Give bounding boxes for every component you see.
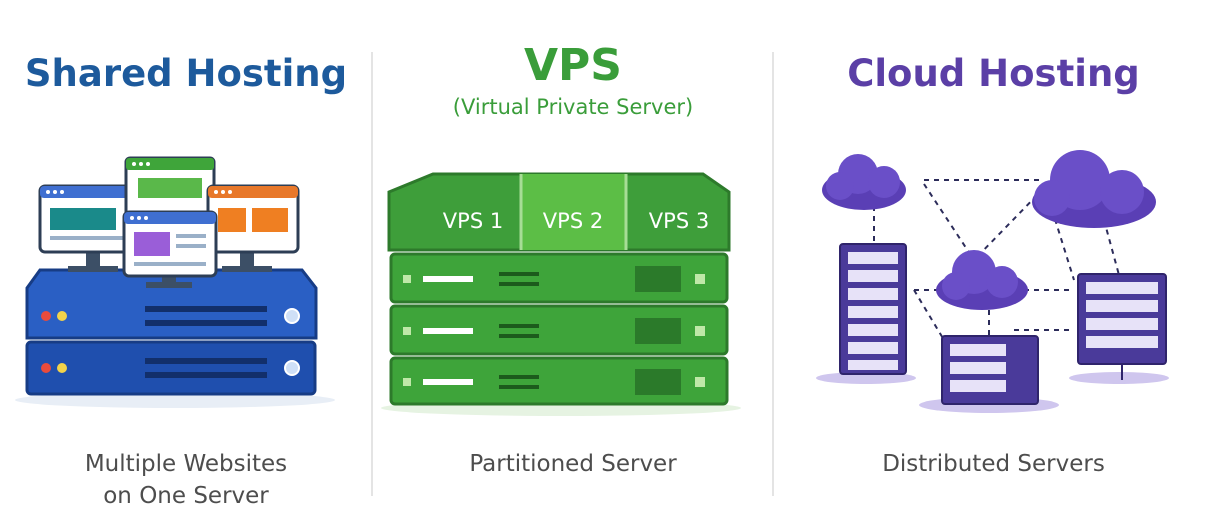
server-rack-center-icon [919, 335, 1059, 413]
cloud-hosting-caption: Distributed Servers [882, 451, 1105, 477]
vps-1-label: VPS 1 [443, 209, 503, 233]
vps-section: VPS (Virtual Private Server) VPS 1 VPS 2… [373, 0, 773, 525]
shared-hosting-caption: Multiple Websites on One Server [0, 448, 372, 512]
vps-partition-unit: VPS 1 VPS 2 VPS 3 [387, 172, 731, 252]
server-rack-right-icon [1069, 273, 1169, 384]
server-shadow [15, 392, 335, 408]
vps-2-highlight [521, 174, 626, 250]
column-divider-2 [772, 52, 774, 496]
cloud-hosting-section: Cloud Hosting [774, 0, 1213, 525]
shared-server-illustration [15, 156, 335, 408]
website-monitor-orange-icon [206, 184, 300, 272]
cloud-hosting-title: Cloud Hosting [847, 52, 1140, 95]
vps-rack-unit-3-icon [389, 356, 729, 406]
website-monitor-purple-icon [122, 210, 218, 288]
server-unit-lower-icon [25, 340, 317, 396]
column-divider-1 [371, 52, 373, 496]
vps-3-label: VPS 3 [649, 209, 709, 233]
cloud-right-icon [1032, 150, 1156, 228]
server-unit-upper-icon [25, 268, 318, 340]
vps-rack-unit-1-icon [389, 252, 729, 304]
network-connections [873, 179, 1120, 341]
vps-subtitle: (Virtual Private Server) [452, 95, 694, 119]
shared-hosting-title: Shared Hosting [24, 52, 348, 95]
vps-2-label: VPS 2 [543, 209, 603, 233]
vps-rack-unit-2-icon [389, 304, 729, 356]
vps-caption: Partitioned Server [469, 451, 677, 477]
cloud-left-icon [822, 154, 906, 210]
shared-caption-line2: on One Server [103, 483, 269, 509]
shared-caption-line1: Multiple Websites [84, 451, 288, 477]
cloud-center-icon [936, 250, 1028, 310]
website-monitor-teal-icon [38, 184, 146, 272]
server-rack-left-icon [816, 243, 916, 384]
vps-title: VPS [524, 40, 622, 91]
shared-hosting-section: Shared Hosting [0, 0, 372, 525]
vps-server-illustration: VPS 1 VPS 2 VPS 3 [381, 172, 741, 416]
cloud-network-illustration [816, 150, 1169, 413]
website-monitor-green-icon [124, 156, 216, 218]
